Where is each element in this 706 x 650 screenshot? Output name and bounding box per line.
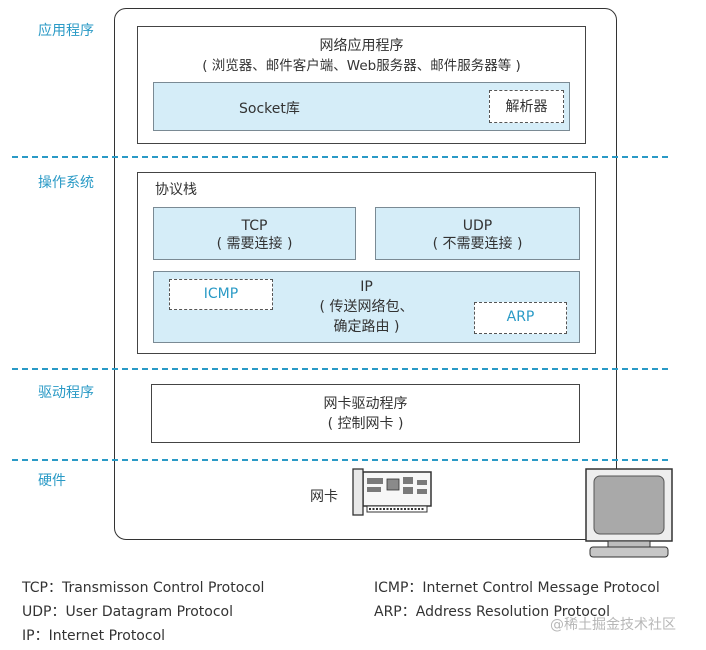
separator-app-os xyxy=(12,156,668,158)
nic-driver-line1: 网卡驱动程序 xyxy=(323,396,408,412)
arp-box: ARP xyxy=(474,302,567,334)
arp-label: ARP xyxy=(506,309,535,325)
legend-tcp: TCP：Transmisson Control Protocol xyxy=(22,580,265,596)
layer-label-os: 操作系统 xyxy=(38,175,94,191)
app-title: 网络应用程序 xyxy=(319,38,404,54)
udp-desc: ( 不需要连接 ) xyxy=(432,236,523,252)
network-card-icon xyxy=(345,468,439,520)
computer-frame xyxy=(114,8,617,540)
legend-arp: ARP：Address Resolution Protocol xyxy=(374,604,610,620)
socket-library-label: Socket库 xyxy=(239,101,300,117)
layer-label-hardware: 硬件 xyxy=(38,473,66,489)
ip-desc-2: 确定路由 ) xyxy=(333,319,400,335)
ip-desc-1: ( 传送网络包、 xyxy=(319,299,414,315)
watermark: @稀土掘金技术社区 xyxy=(550,617,676,633)
legend-ip: IP：Internet Protocol xyxy=(22,628,166,644)
separator-os-driver xyxy=(12,368,668,370)
ip-name: IP xyxy=(360,279,373,295)
layer-label-driver: 驱动程序 xyxy=(38,385,94,401)
ip-box: IP ( 传送网络包、 确定路由 ) ICMP ARP xyxy=(153,271,580,343)
legend-icmp: ICMP：Internet Control Message Protocol xyxy=(374,580,660,596)
legend-udp: UDP：User Datagram Protocol xyxy=(22,604,233,620)
resolver-label: 解析器 xyxy=(505,99,548,115)
nic-label: 网卡 xyxy=(310,489,338,505)
resolver-box: 解析器 xyxy=(489,90,564,123)
protocol-stack-title: 协议栈 xyxy=(155,182,197,198)
icmp-box: ICMP xyxy=(169,279,273,310)
tcp-desc: ( 需要连接 ) xyxy=(216,236,293,252)
protocol-stack-box: 协议栈 TCP ( 需要连接 ) UDP ( 不需要连接 ) IP ( 传送网络… xyxy=(137,172,596,354)
nic-driver-box: 网卡驱动程序 ( 控制网卡 ) xyxy=(151,384,580,443)
udp-box: UDP ( 不需要连接 ) xyxy=(375,207,580,260)
separator-driver-hardware xyxy=(12,459,668,461)
monitor-icon xyxy=(582,465,682,561)
tcp-name: TCP xyxy=(241,218,268,234)
app-subtitle: ( 浏览器、邮件客户端、Web服务器、邮件服务器等 ) xyxy=(202,58,521,74)
nic-driver-line2: ( 控制网卡 ) xyxy=(327,416,404,432)
socket-library-box: Socket库 解析器 xyxy=(153,82,570,131)
udp-name: UDP xyxy=(462,218,493,234)
icmp-label: ICMP xyxy=(203,286,239,302)
tcp-box: TCP ( 需要连接 ) xyxy=(153,207,356,260)
layer-label-app: 应用程序 xyxy=(38,23,94,39)
network-application-box: 网络应用程序 ( 浏览器、邮件客户端、Web服务器、邮件服务器等 ) Socke… xyxy=(137,26,586,144)
